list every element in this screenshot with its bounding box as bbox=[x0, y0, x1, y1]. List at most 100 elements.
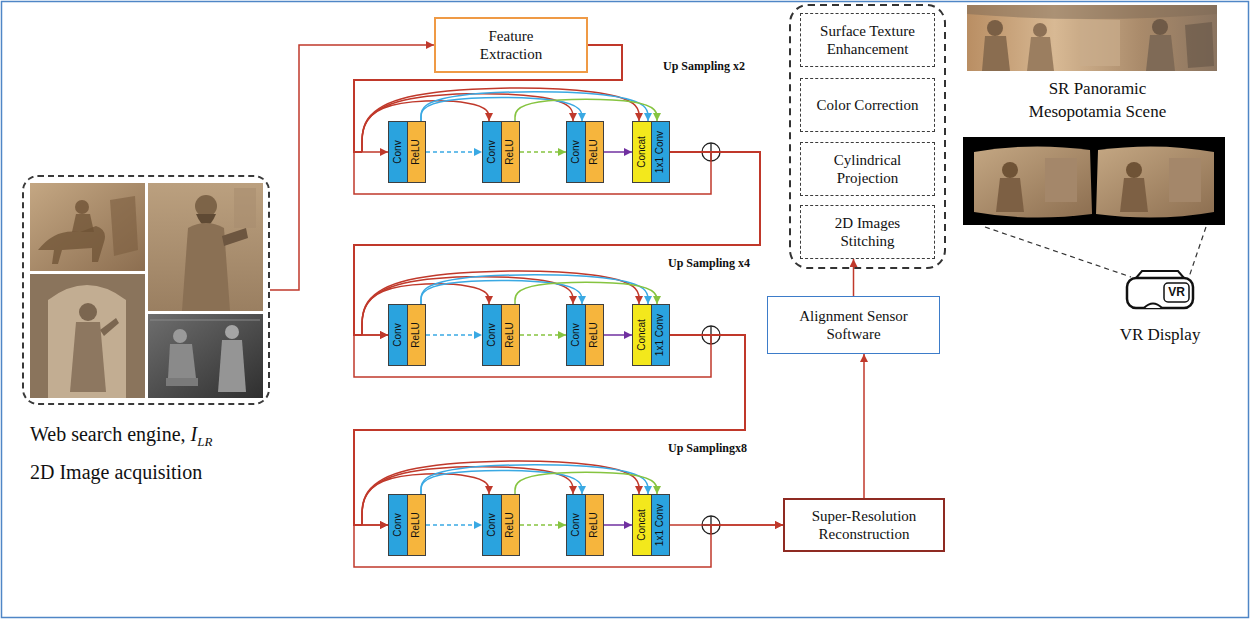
concat-conv-block: Concat 1x1 Conv bbox=[632, 304, 670, 366]
layer-label: ReLU bbox=[504, 139, 516, 165]
vr-badge-text: VR bbox=[1164, 283, 1189, 302]
vr-stereo-photo bbox=[1169, 158, 1201, 202]
process-box: Feature Extraction bbox=[434, 17, 588, 73]
flow-arrow bbox=[421, 98, 582, 121]
processing-group-outline bbox=[790, 5, 945, 268]
box-label: Alignment Sensor Software bbox=[792, 307, 915, 343]
panorama-photo bbox=[987, 20, 1003, 36]
layer-color-band: Conv bbox=[567, 495, 585, 555]
processing-step: 2D Images Stitching bbox=[800, 205, 935, 259]
flow-arrow bbox=[863, 354, 865, 498]
layer-color-band: 1x1 Conv bbox=[651, 122, 670, 182]
stele-photo bbox=[30, 274, 145, 398]
caption-block: Web search engine,ILR2D Image acquisitio… bbox=[30, 419, 212, 487]
flow-arrow bbox=[853, 259, 855, 296]
code-stele-photo bbox=[166, 378, 198, 386]
layer-color-band: Conv bbox=[389, 495, 407, 555]
upsampling-label: Up Samplingx8 bbox=[668, 440, 747, 456]
code-stele-photo bbox=[148, 314, 263, 398]
layer-label: ReLU bbox=[504, 322, 516, 348]
code-stele-photo bbox=[173, 329, 187, 343]
concat-conv-block: Concat1x1 Conv bbox=[632, 494, 670, 556]
panorama-photo bbox=[967, 5, 1217, 71]
box-label: Cylindrical Projection bbox=[811, 151, 924, 187]
flow-arrow bbox=[515, 99, 657, 121]
layer-color-band: ReLU bbox=[407, 305, 426, 365]
layer-color-band: ReLU bbox=[407, 122, 426, 182]
layer-color-band: Conv bbox=[483, 305, 501, 365]
vr-headset-outline bbox=[1124, 268, 1196, 316]
code-stele-photo bbox=[225, 325, 239, 339]
vr-stereo-photo bbox=[996, 178, 1024, 212]
flow-arrow bbox=[604, 524, 632, 526]
conv-relu-block: Conv ReLU bbox=[482, 304, 520, 366]
relief-photo bbox=[38, 226, 105, 264]
panorama-photo bbox=[967, 5, 1217, 71]
flow-arrow bbox=[354, 152, 760, 525]
flow-arrow bbox=[270, 45, 434, 290]
relief-photo bbox=[72, 214, 94, 232]
caption-text: Web search engine, bbox=[30, 423, 186, 445]
vr-headset-outline bbox=[1127, 278, 1193, 308]
stele-photo bbox=[30, 274, 145, 398]
layer-label: Conv bbox=[570, 323, 582, 346]
layer-label: 1x1 Conv bbox=[654, 314, 666, 356]
king-relief-photo bbox=[148, 183, 263, 311]
flow-arrow bbox=[354, 335, 783, 567]
processing-step: Cylindrical Projection bbox=[800, 142, 935, 196]
panorama-photo bbox=[982, 36, 1010, 71]
conv-relu-block: ConvReLU bbox=[388, 494, 426, 556]
layer-color-band: ReLU bbox=[501, 122, 520, 182]
layer-label: Concat bbox=[636, 319, 648, 351]
code-stele-photo bbox=[148, 314, 263, 398]
conv-relu-block: ConvReLU bbox=[388, 304, 426, 366]
layer-label: 1x1 Conv bbox=[654, 131, 666, 173]
box-label: 2D Images Stitching bbox=[811, 214, 924, 250]
flow-arrow bbox=[670, 524, 783, 526]
flow-arrow bbox=[520, 151, 566, 153]
layer-color-band: ReLU bbox=[501, 305, 520, 365]
flow-arrow bbox=[354, 45, 760, 335]
conv-relu-block: ConvReLU bbox=[482, 121, 520, 183]
vr-caption: VR Display bbox=[1120, 324, 1201, 346]
layer-color-band: Conv bbox=[483, 122, 501, 182]
code-stele-photo bbox=[218, 340, 246, 392]
caption-text: 2D Image acquisition bbox=[30, 457, 212, 487]
upsampling-label: Up Sampling x2 bbox=[663, 58, 745, 74]
layer-label: Conv bbox=[486, 513, 498, 536]
vr-headset-outline bbox=[1144, 304, 1162, 309]
concat-conv-block: Concat1x1 Conv bbox=[632, 121, 670, 183]
layer-color-band: 1x1 Conv bbox=[651, 305, 670, 365]
layer-label: ReLU bbox=[588, 512, 600, 538]
panorama-photo bbox=[967, 5, 1217, 19]
conv-relu-block: ConvReLU bbox=[388, 121, 426, 183]
flow-arrow bbox=[604, 334, 632, 336]
relief-photo bbox=[110, 196, 138, 256]
flow-arrow bbox=[421, 465, 648, 494]
vr-stereo-photo bbox=[1002, 162, 1018, 178]
layer-label: ReLU bbox=[504, 512, 516, 538]
layer-color-band: Concat bbox=[633, 495, 651, 555]
flow-arrow bbox=[421, 92, 648, 121]
flow-arrow bbox=[520, 334, 566, 336]
view-leader-line bbox=[985, 227, 1206, 277]
layer-color-band: ReLU bbox=[585, 495, 604, 555]
stele-photo bbox=[70, 322, 106, 392]
layer-color-band: Concat bbox=[633, 122, 651, 182]
layer-label: ReLU bbox=[588, 139, 600, 165]
conv-relu-block: Conv ReLU bbox=[566, 121, 604, 183]
layer-label: Conv bbox=[570, 140, 582, 163]
stele-photo bbox=[48, 285, 126, 398]
label-holder: SR Panoramic Mesopotamia Scene bbox=[1015, 78, 1180, 124]
vr-stereo-photo bbox=[1126, 162, 1142, 178]
process-box: Super-Resolution Reconstruction bbox=[783, 498, 945, 552]
layer-label: Conv bbox=[570, 513, 582, 536]
vr-stereo-photo bbox=[1096, 146, 1214, 217]
flow-arrow bbox=[421, 281, 582, 304]
layer-color-band: Conv bbox=[567, 122, 585, 182]
layer-label: Conv bbox=[486, 323, 498, 346]
king-relief-photo bbox=[148, 183, 263, 311]
layer-color-band: Conv bbox=[567, 305, 585, 365]
